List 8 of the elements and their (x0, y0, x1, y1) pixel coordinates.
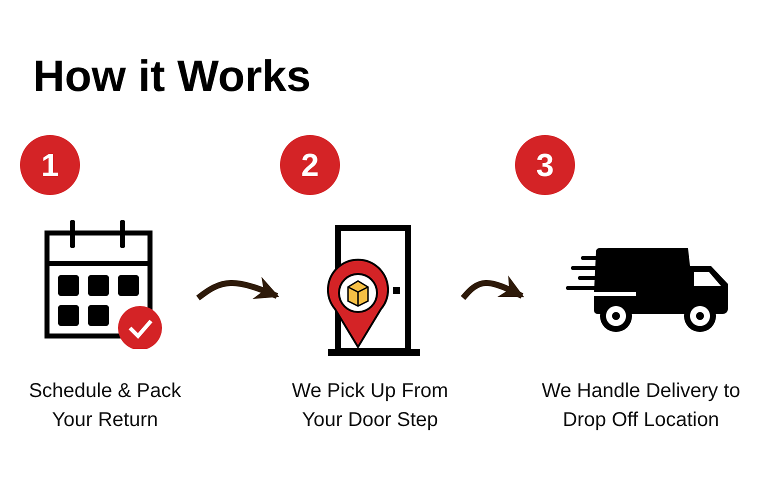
curved-arrow (196, 276, 280, 300)
step-caption: We Handle Delivery to Drop Off Location (540, 379, 742, 433)
step-caption: Schedule & Pack Your Return (28, 379, 182, 433)
step-caption: We Pick Up From Your Door Step (290, 379, 450, 433)
title: How it Works (33, 52, 311, 102)
step-number-badge: 3 (515, 135, 575, 195)
step-number-badge: 2 (280, 135, 340, 195)
step-number-badge: 1 (20, 135, 80, 195)
